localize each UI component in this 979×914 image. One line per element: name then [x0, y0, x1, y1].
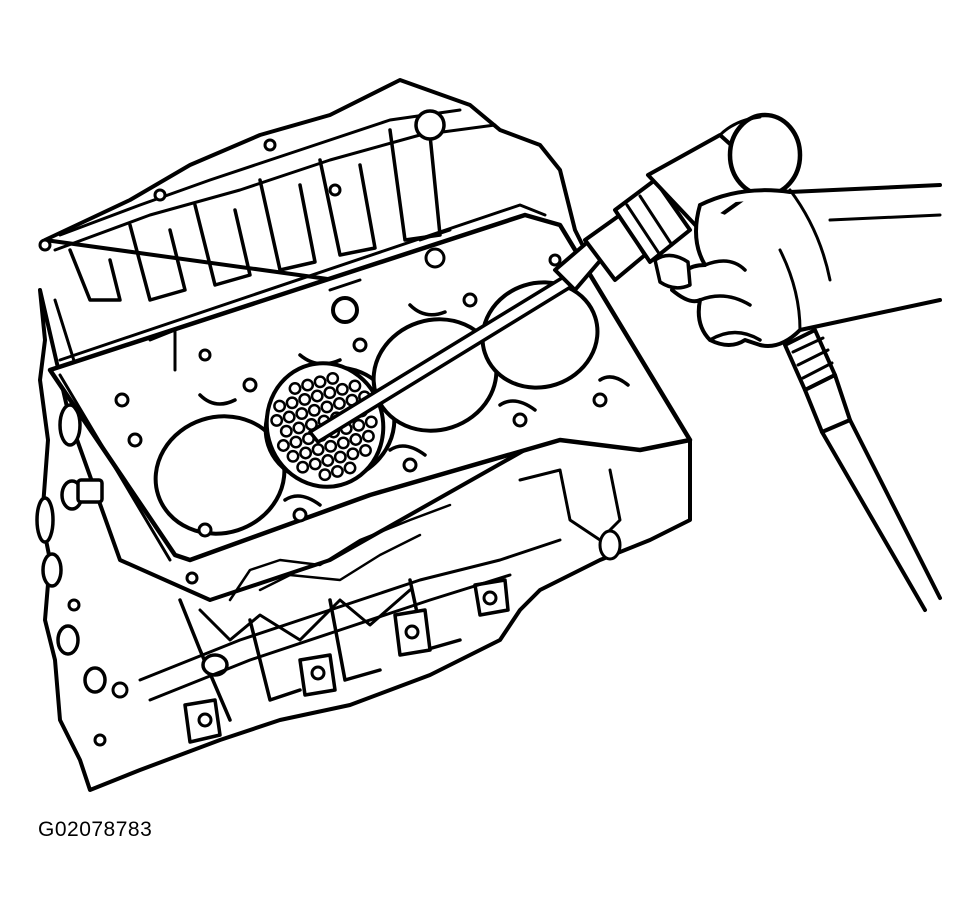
pad-dot: [296, 460, 310, 474]
pad-dot: [310, 389, 324, 403]
pad-dot: [352, 418, 366, 432]
pad-dot: [320, 400, 334, 414]
pad-dot: [307, 403, 321, 417]
pad-dot: [301, 378, 315, 392]
air-grinder: [553, 112, 803, 292]
pad-dot: [295, 407, 309, 421]
pad-dot: [311, 443, 325, 457]
pad-dot: [279, 424, 293, 438]
pad-dot: [270, 413, 284, 427]
pad-dot: [336, 436, 350, 450]
air-hose: [783, 328, 942, 612]
pad-dot: [326, 371, 340, 385]
pad-dot: [276, 439, 290, 452]
pad-dot: [298, 392, 312, 406]
pad-dot: [282, 410, 296, 424]
pad-dot: [323, 386, 337, 400]
pad-dot: [308, 457, 322, 471]
pad-dot: [324, 439, 338, 453]
pad-dot: [333, 450, 347, 464]
pad-dot: [299, 446, 313, 460]
pad-dot: [273, 399, 287, 413]
pad-dot: [318, 468, 332, 482]
pad-dot: [285, 396, 299, 410]
pad-dot: [346, 447, 360, 461]
hand: [653, 183, 942, 348]
pad-dot: [321, 454, 335, 467]
pad-dot: [359, 443, 372, 457]
pad-dot: [313, 375, 327, 389]
pad-dot: [332, 397, 346, 410]
pad-dot: [343, 461, 357, 475]
pad-dot: [288, 382, 302, 395]
pad-dot: [361, 429, 375, 443]
pad-dot: [348, 379, 362, 393]
pad-dot: [349, 433, 363, 446]
pad-dot: [292, 421, 306, 435]
pad-dot: [335, 382, 349, 396]
pad-dot: [330, 464, 344, 478]
figure-id-label: G02078783: [38, 818, 153, 841]
pad-dot: [289, 435, 303, 449]
pad-dot: [364, 415, 378, 429]
pad-dot: [286, 449, 300, 463]
